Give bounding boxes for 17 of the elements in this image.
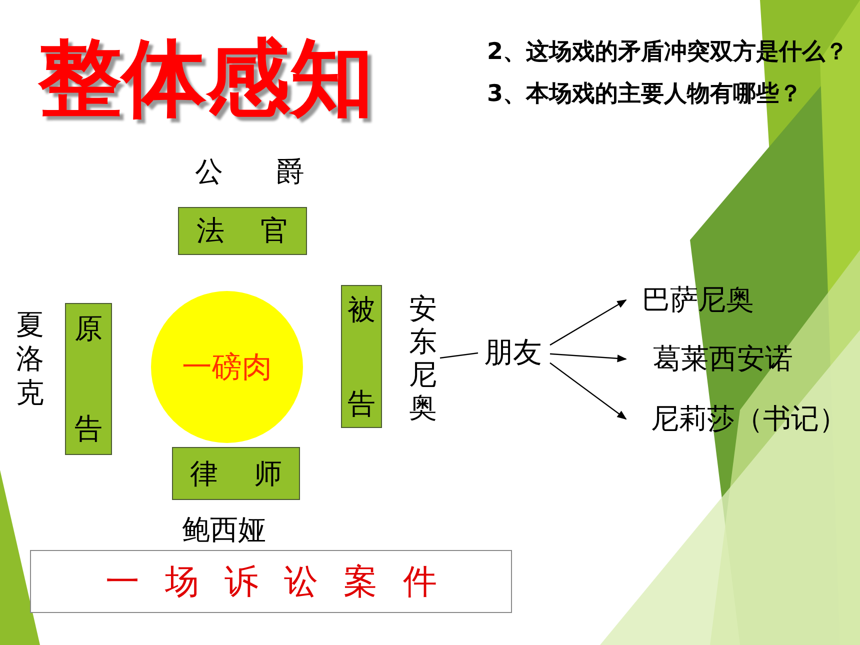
label-box: 律师 xyxy=(172,447,300,500)
center-circle: 一磅肉 xyxy=(151,291,303,443)
label-box: 原告 xyxy=(65,303,112,455)
label-box: 法官 xyxy=(178,207,307,255)
arrow xyxy=(550,362,627,420)
arrow xyxy=(550,353,627,362)
title: 整体感知 xyxy=(38,28,374,129)
name-text: 巴萨尼奥 xyxy=(638,281,758,319)
role-name: 鲍西娅 xyxy=(182,512,266,548)
title-box: 一场诉讼案件 xyxy=(30,550,512,613)
role-name: 公 爵 xyxy=(195,154,328,190)
name-text: 安东尼奥 xyxy=(404,288,442,428)
arrow xyxy=(550,299,627,346)
label-box: 被告 xyxy=(341,285,382,428)
name-text: 朋友 xyxy=(478,334,548,372)
connector-line xyxy=(440,352,478,359)
name-text: 夏洛克 xyxy=(12,305,48,413)
